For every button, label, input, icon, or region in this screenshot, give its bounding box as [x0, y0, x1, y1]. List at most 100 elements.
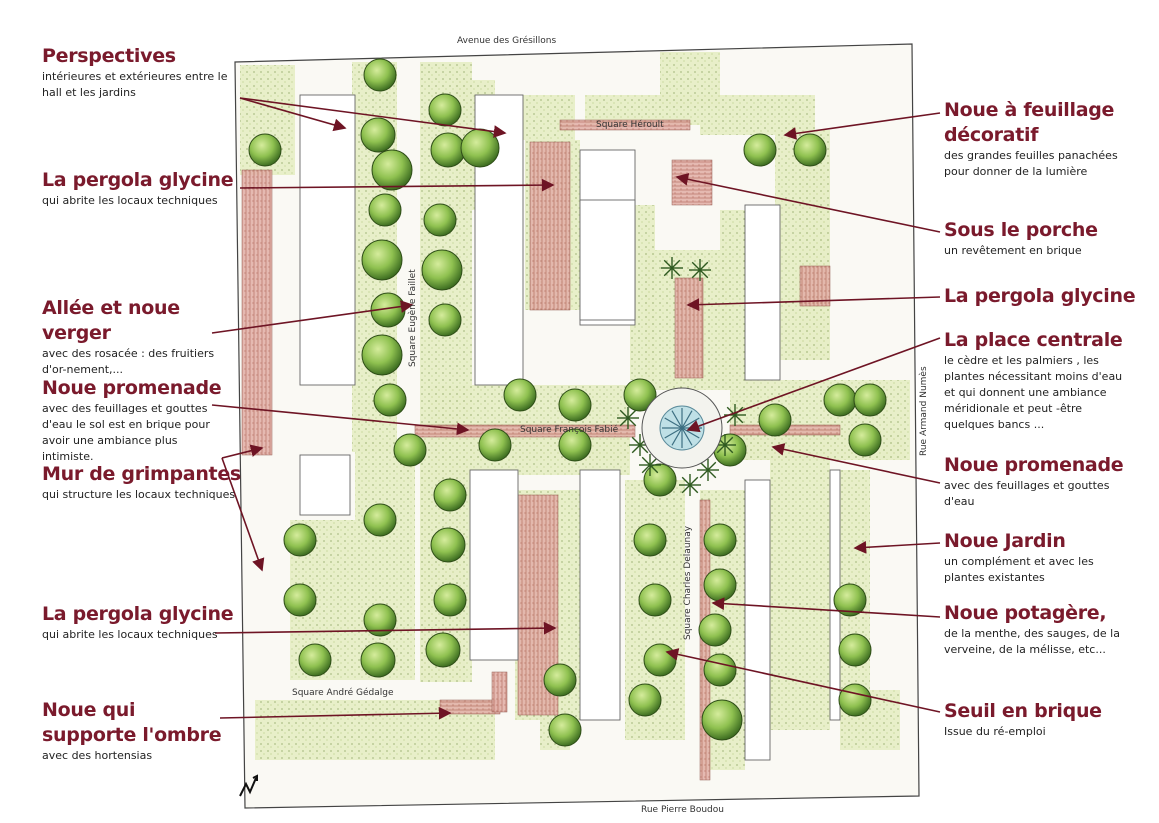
building-block	[744, 479, 771, 761]
tree	[848, 423, 882, 457]
tree	[793, 133, 827, 167]
callout-desc: Issue du ré-emploi	[944, 725, 1046, 738]
building-block	[469, 469, 519, 661]
callout-mur-grimpantes: Mur de grimpantes qui structure les loca…	[42, 462, 242, 503]
tree	[823, 383, 857, 417]
leader-arrow	[675, 173, 941, 233]
callout-perspectives: Perspectives intérieures et extérieures …	[42, 44, 232, 101]
tree	[421, 249, 463, 291]
brick-pergola	[439, 699, 501, 715]
tree	[298, 643, 332, 677]
tree	[838, 683, 872, 717]
leader-arrow	[239, 97, 507, 138]
callout-desc: avec des rosacée : des fruitiers d'or-ne…	[42, 347, 215, 376]
tree	[638, 583, 672, 617]
tree	[360, 117, 396, 153]
callout-pergola-2: La pergola glycine	[944, 284, 1154, 309]
tree	[360, 642, 396, 678]
palm	[679, 474, 701, 496]
brick-paths	[241, 119, 841, 781]
callout-title: Mur de grimpantes	[42, 463, 241, 485]
planted-strip	[515, 95, 575, 140]
callout-title: La pergola glycine	[42, 603, 234, 625]
planted-strip	[700, 95, 815, 135]
brick-pergola	[799, 265, 831, 307]
north-arrow-icon	[239, 774, 258, 797]
building-block	[299, 94, 356, 386]
square-label-fabie: Square François Fabié	[520, 425, 619, 435]
callout-title: Noue promenade	[42, 377, 222, 399]
palm	[689, 259, 711, 281]
brick-pergola	[559, 119, 691, 131]
palm	[661, 257, 683, 279]
tree	[428, 93, 462, 127]
tree	[701, 699, 743, 741]
tree	[248, 133, 282, 167]
square-label-gedalge: Square André Gédalge	[292, 688, 394, 698]
tree	[558, 428, 592, 462]
callout-desc: des grandes feuilles panachées pour donn…	[944, 149, 1118, 178]
callout-title: La pergola glycine	[42, 169, 234, 191]
callout-desc: qui structure les locaux techniques	[42, 488, 236, 501]
tree	[503, 378, 537, 412]
tree	[368, 193, 402, 227]
callout-seuil-brique: Seuil en brique Issue du ré-emploi	[944, 699, 1134, 740]
square-label-delaunay: Square Charles Delaunay	[683, 525, 693, 640]
callout-title: Noue promenade	[944, 454, 1124, 476]
trees	[248, 58, 887, 747]
tree	[393, 433, 427, 467]
tree	[743, 133, 777, 167]
central-square	[641, 387, 723, 469]
leader-arrow	[221, 444, 264, 459]
callout-noue-ombre: Noue qui supporte l'ombre avec des horte…	[42, 698, 232, 764]
callout-desc: le cèdre et les palmiers , les plantes n…	[944, 354, 1123, 431]
tree	[758, 403, 792, 437]
tree	[363, 58, 397, 92]
brick-pergola	[241, 169, 273, 456]
callout-place-centrale: La place centrale le cèdre et les palmie…	[944, 328, 1134, 433]
tree	[361, 239, 403, 281]
square-label-faillet: Square Eugène Faillet	[408, 269, 418, 367]
callout-noue-feuillage: Noue à feuillage décoratif des grandes f…	[944, 98, 1134, 180]
tree	[548, 713, 582, 747]
callout-title: La place centrale	[944, 329, 1123, 351]
callout-noue-jardin: Noue Jardin un complément et avec les pl…	[944, 529, 1134, 586]
tree	[283, 523, 317, 557]
tree	[283, 583, 317, 617]
callout-desc: un complément et avec les plantes exista…	[944, 555, 1094, 584]
tree	[628, 683, 662, 717]
street-label-right: Rue Armand Numès	[919, 366, 929, 456]
tree	[623, 378, 657, 412]
palm	[697, 459, 719, 481]
callout-allee-verger: Allée et noue verger avec des rosacée : …	[42, 296, 232, 378]
callout-desc: avec des feuillages et gouttes d'eau	[944, 479, 1110, 508]
tree	[703, 523, 737, 557]
leader-arrow	[211, 300, 414, 334]
tree	[478, 428, 512, 462]
callout-noue-promenade-right: Noue promenade avec des feuillages et go…	[944, 453, 1134, 510]
callout-noue-potagere: Noue potagère, de la menthe, des sauges,…	[944, 601, 1134, 658]
tree	[543, 663, 577, 697]
tree	[633, 523, 667, 557]
brick-pergola	[674, 277, 704, 379]
leader-arrow	[771, 443, 941, 484]
leader-arrow	[211, 404, 470, 436]
street-label-bottom: Rue Pierre Boudou	[641, 805, 724, 815]
building-block	[579, 469, 621, 721]
callout-title: Allée et noue verger	[42, 297, 180, 344]
brick-pergola	[529, 141, 571, 311]
leader-arrow	[221, 457, 265, 572]
callout-title: Noue potagère,	[944, 602, 1107, 624]
callout-desc: qui abrite les locaux techniques	[42, 194, 218, 207]
leader-arrow	[853, 540, 941, 554]
building-block	[299, 454, 351, 516]
tree	[433, 478, 467, 512]
callout-title: La pergola glycine	[944, 285, 1136, 307]
building-block	[744, 204, 781, 381]
callout-noue-promenade-left: Noue promenade avec des feuillages et go…	[42, 376, 222, 465]
leader-arrow	[711, 597, 941, 618]
tree	[838, 633, 872, 667]
leader-arrow	[665, 648, 941, 713]
tree	[703, 653, 737, 687]
tree	[430, 132, 466, 168]
